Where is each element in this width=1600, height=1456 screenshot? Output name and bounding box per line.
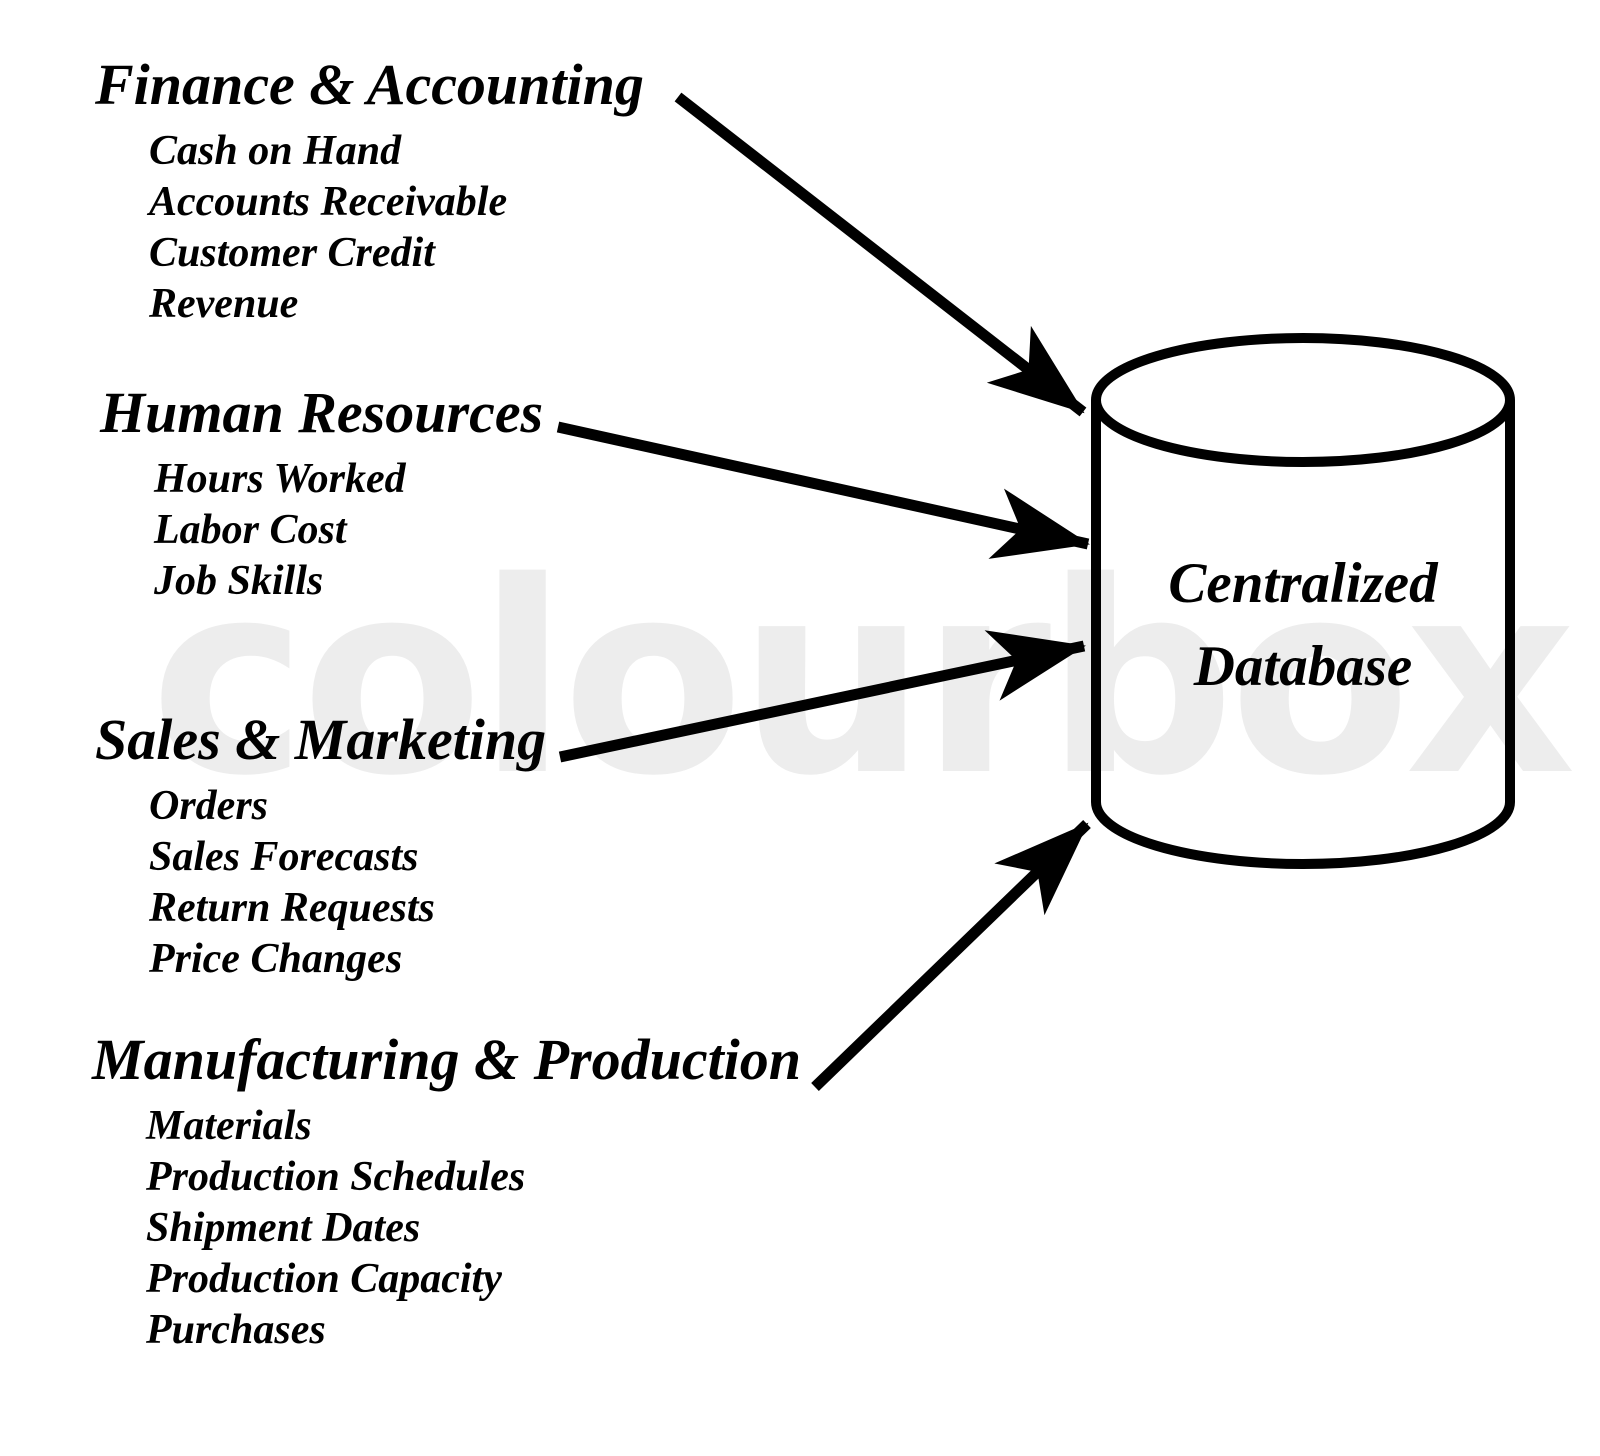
list-item: Cash on Hand <box>149 127 402 174</box>
section-items: Hours Worked Labor Cost Job Skills <box>100 454 543 607</box>
arrow-manufacturing-to-database <box>811 820 1091 1091</box>
list-item: Production Schedules <box>146 1153 526 1200</box>
section-heading: Human Resources <box>100 380 544 445</box>
list-item: Revenue <box>149 280 299 327</box>
list-item: Orders <box>149 782 269 829</box>
list-item: Hours Worked <box>154 455 406 502</box>
list-item: Purchases <box>146 1306 326 1353</box>
section-heading: Manufacturing & Production <box>92 1027 802 1092</box>
section-finance-accounting: Finance & Accounting Cash on Hand Accoun… <box>95 52 644 330</box>
list-item: Materials <box>146 1102 312 1149</box>
cylinder-top <box>1091 333 1515 467</box>
section-items: Orders Sales Forecasts Return Requests P… <box>95 781 546 985</box>
list-item: Production Capacity <box>146 1255 502 1302</box>
list-item: Sales Forecasts <box>149 833 419 880</box>
database-label: Centralized Database <box>1168 552 1438 698</box>
section-heading: Finance & Accounting <box>95 52 644 117</box>
list-item: Accounts Receivable <box>149 178 508 225</box>
list-item: Shipment Dates <box>146 1204 421 1251</box>
section-manufacturing-production: Manufacturing & Production Materials Pro… <box>92 1027 802 1356</box>
list-item: Job Skills <box>154 557 324 604</box>
arrow-finance-to-database <box>674 92 1087 417</box>
list-item: Return Requests <box>149 884 435 931</box>
section-items: Materials Production Schedules Shipment … <box>92 1101 801 1356</box>
section-heading: Sales & Marketing <box>95 707 547 772</box>
list-item: Labor Cost <box>154 506 347 553</box>
section-human-resources: Human Resources Hours Worked Labor Cost … <box>100 380 544 607</box>
section-items: Cash on Hand Accounts Receivable Custome… <box>95 126 644 330</box>
list-item: Price Changes <box>149 935 403 982</box>
section-sales-marketing: Sales & Marketing Orders Sales Forecasts… <box>95 707 547 985</box>
list-item: Customer Credit <box>149 229 435 276</box>
